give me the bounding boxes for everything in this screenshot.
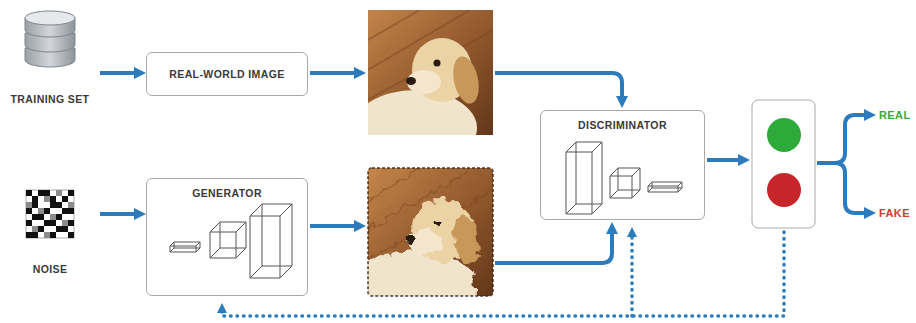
noise-ground	[26, 190, 74, 238]
noise-black-cells	[26, 190, 74, 238]
fake-light	[767, 173, 801, 207]
node-label: DISCRIMINATOR	[578, 119, 667, 132]
noise-grey-cells	[26, 190, 74, 238]
network-box: DISCRIMINATOR	[540, 110, 705, 220]
flow-arrow	[707, 158, 744, 162]
network-box: GENERATOR	[146, 178, 308, 296]
flow-connector	[100, 212, 140, 216]
feedback-arrow	[222, 232, 784, 316]
dataset-icon-node: TRAINING SET	[2, 8, 98, 108]
database-icon	[25, 11, 75, 67]
noise-icon-node: NOISE	[2, 190, 98, 278]
flow-arrow	[835, 163, 870, 213]
flow-arrow	[495, 73, 622, 102]
output-label: REAL	[879, 108, 911, 122]
image-edge	[368, 168, 493, 296]
database-top	[25, 11, 75, 25]
feedback-arrow	[630, 232, 634, 316]
dog-image	[368, 10, 493, 135]
generated-dog-image	[368, 168, 493, 296]
flow-arrow	[817, 115, 870, 163]
network-layers	[170, 204, 292, 278]
flow-arrow	[310, 71, 360, 75]
flow-arrow	[310, 224, 360, 228]
node-label: REAL-WORLD IMAGE	[169, 68, 284, 81]
flow-arrow	[495, 228, 612, 263]
output-label: FAKE	[879, 206, 910, 220]
network-layers	[566, 142, 682, 214]
node-label: NOISE	[33, 263, 68, 276]
process-box: REAL-WORLD IMAGE	[146, 52, 308, 96]
real-dog-photo	[368, 10, 493, 135]
dog-image	[368, 168, 493, 296]
node-label: GENERATOR	[192, 187, 262, 200]
flow-connector	[100, 71, 140, 75]
node-label: TRAINING SET	[11, 93, 90, 106]
verdict-box	[752, 100, 815, 228]
real-light	[767, 118, 801, 152]
noise-icon	[26, 190, 74, 238]
